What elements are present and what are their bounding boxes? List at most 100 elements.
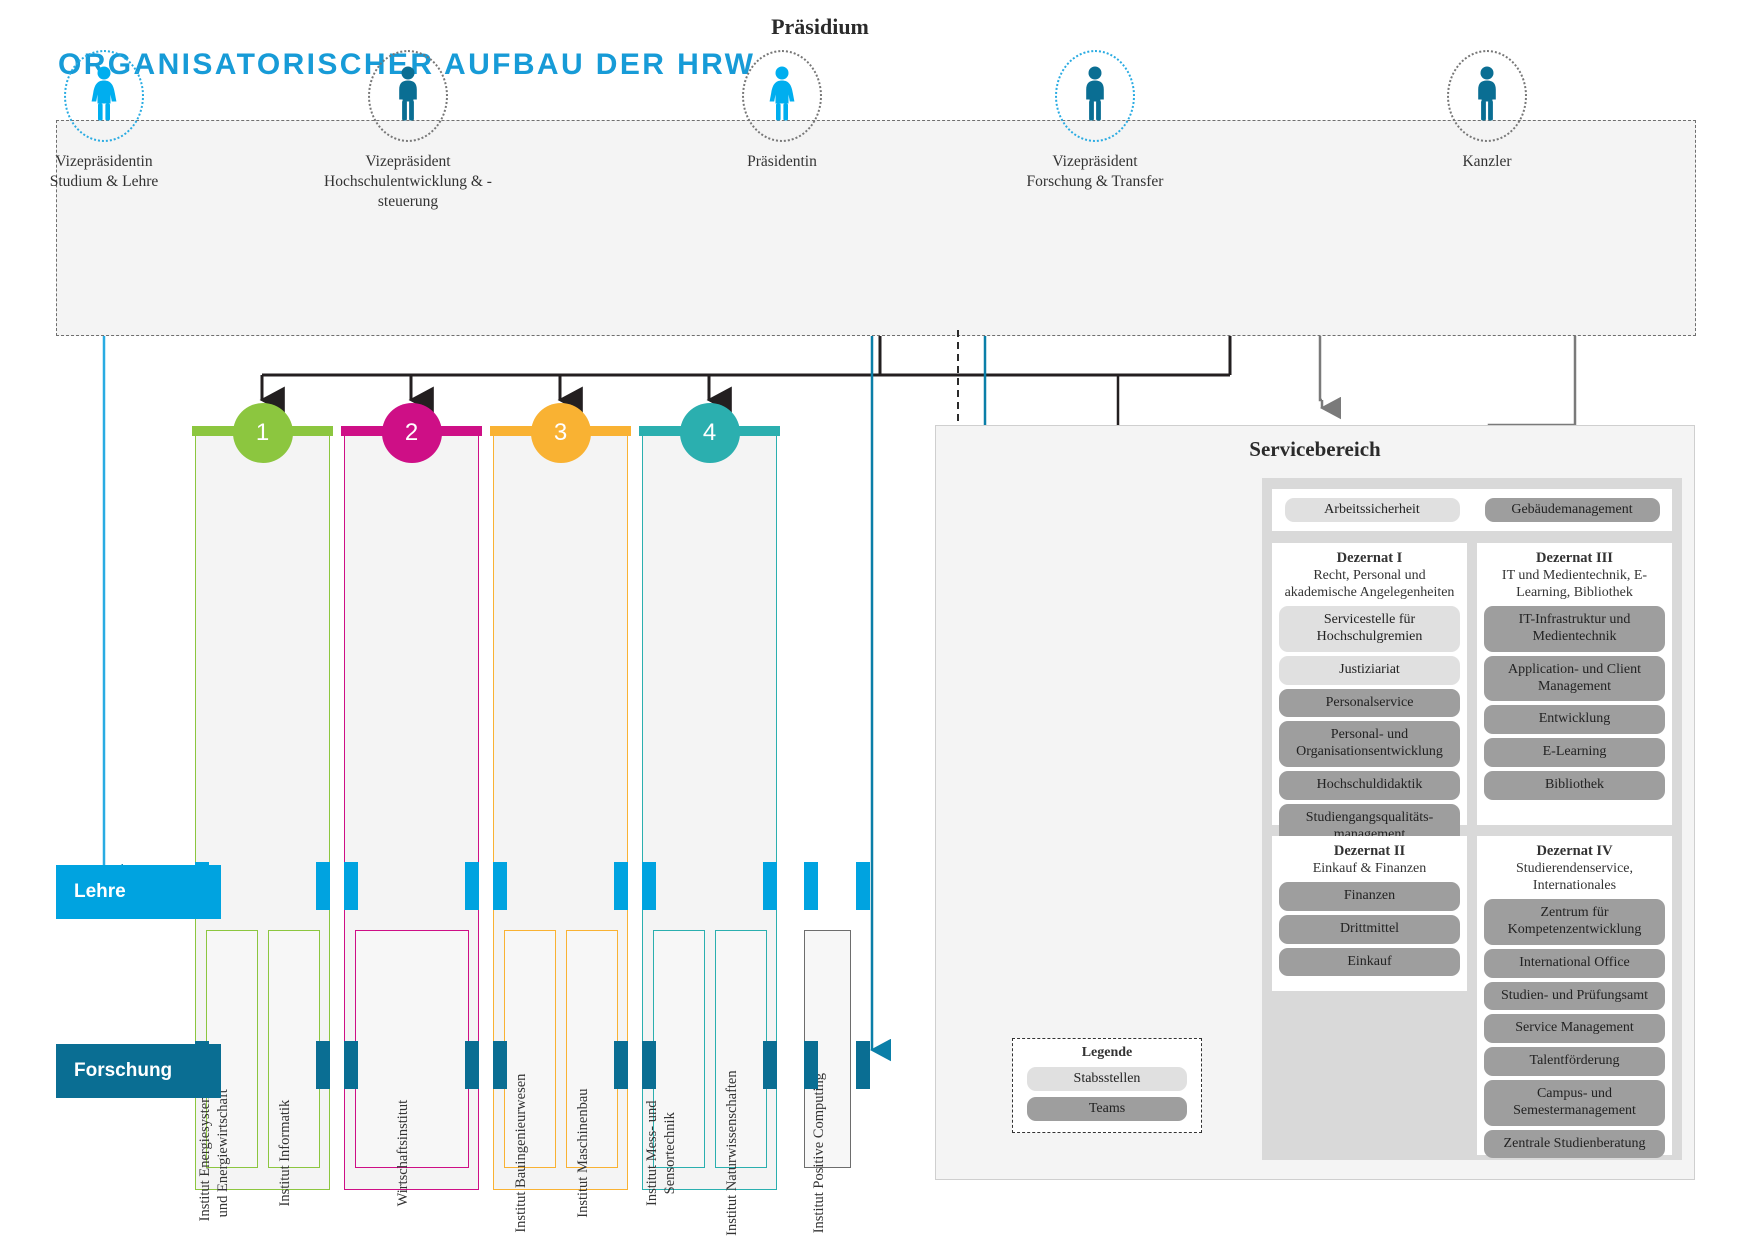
lehre-segment <box>316 862 330 910</box>
lehre-segment <box>195 862 209 910</box>
forschung-segment <box>465 1041 479 1089</box>
dezernat-box-1: Dezernat I Recht, Personal und akademisch… <box>1272 543 1467 850</box>
dezernat-pill[interactable]: Servicestelle für Hochschulgremien <box>1279 606 1460 652</box>
lehre-segment <box>804 862 818 910</box>
lehre-segment <box>465 862 479 910</box>
service-top-pill[interactable]: Arbeitssicherheit <box>1284 498 1460 522</box>
dezernat-pill[interactable]: Justiziariat <box>1279 655 1460 685</box>
person-male-icon <box>1470 66 1504 127</box>
dezernat-pill[interactable]: Application- und Client Management <box>1484 655 1665 702</box>
dezernat-pill[interactable]: Zentrale Studienberatung <box>1484 1129 1665 1159</box>
member-line2: Studium & Lehre <box>49 172 159 190</box>
institute-label: Institut Maschinenbau <box>574 1088 591 1218</box>
avatar-ring <box>742 50 822 142</box>
institute-label: Institut Informatik <box>276 1099 293 1207</box>
dezernat-subtitle: Recht, Personal und akademische Angelege… <box>1284 568 1455 601</box>
member-line2: Hochschulentwicklung & -steuerung <box>324 172 492 210</box>
dezernat-pill[interactable]: Entwicklung <box>1484 705 1665 735</box>
praesidium-panel <box>56 120 1696 336</box>
person-male-icon-wrap <box>1055 50 1135 142</box>
lehre-segment <box>344 862 358 910</box>
lehre-segment <box>614 862 628 910</box>
person-female-icon <box>765 66 799 127</box>
legend-title: Legende <box>1081 1045 1133 1060</box>
dezernat-title: Dezernat I <box>1336 550 1403 566</box>
avatar-ring <box>64 50 144 142</box>
person-male-icon-wrap <box>368 50 448 142</box>
dezernat-title: Dezernat II <box>1333 843 1406 859</box>
dezernat-pill[interactable]: Service Management <box>1484 1014 1665 1044</box>
lehre-segment <box>493 862 507 910</box>
dezernat-pill[interactable]: Personal- und Organisationsentwicklung <box>1279 721 1460 767</box>
institute-box: Institut Bauingenieurwesen <box>504 930 556 1233</box>
dezernat-subtitle: Einkauf & Finanzen <box>1312 861 1427 876</box>
forschung-segment <box>195 1041 209 1089</box>
service-top-pills: Arbeitssicherheit Gebäudemanagement <box>1272 489 1672 531</box>
dezernat-pill[interactable]: Personalservice <box>1279 688 1460 718</box>
dezernat-subtitle: Studierendenservice, Internationales <box>1515 861 1633 894</box>
forschung-segment <box>344 1041 358 1089</box>
forschung-segment <box>804 1041 818 1089</box>
dezernat-pill[interactable]: Hochschuldidaktik <box>1279 770 1460 800</box>
dezernat-pill[interactable]: Zentrum für Kompetenzentwicklung <box>1484 899 1665 945</box>
lehre-segment <box>763 862 777 910</box>
faculty-number-3[interactable]: 3 <box>530 403 591 463</box>
legend-pill: Stabsstellen <box>1027 1067 1187 1091</box>
avatar-ring <box>1447 50 1527 142</box>
lehre-segment <box>642 862 656 910</box>
lehre-segment <box>856 862 870 910</box>
service-top-pill[interactable]: Gebäudemanagement <box>1484 498 1660 522</box>
praesidium-title: Präsidium <box>771 14 869 39</box>
dezernat-pill[interactable]: Bibliothek <box>1484 770 1665 800</box>
dezernat-subtitle: IT und Medientechnik, E-Learning, Biblio… <box>1501 568 1648 601</box>
legend-pill: Teams <box>1027 1097 1187 1121</box>
dezernat-pill[interactable]: Talentförderung <box>1484 1047 1665 1076</box>
member-line1: Vizepräsident <box>365 153 451 170</box>
dezernat-pill[interactable]: Drittmittel <box>1279 914 1460 944</box>
forschung-segment <box>856 1041 870 1089</box>
dezernat-title: Dezernat III <box>1536 550 1613 566</box>
institute-box: Institut Naturwissenschaften <box>715 930 767 1236</box>
person-female-icon <box>87 66 121 127</box>
dezernat-pill[interactable]: IT-Infrastruktur und Medientechnik <box>1484 606 1665 652</box>
dezernat-pill[interactable]: Studien- und Prüfungsamt <box>1484 981 1665 1011</box>
dezernat-pill[interactable]: Einkauf <box>1279 947 1460 977</box>
dezernat-pill[interactable]: Campus- und Semestermanagement <box>1484 1079 1665 1126</box>
faculty-number-1[interactable]: 1 <box>232 403 293 463</box>
faculty-number-4[interactable]: 4 <box>679 403 740 463</box>
institute-label: Institut Naturwissenschaften <box>723 1070 740 1236</box>
forschung-segment <box>493 1041 507 1089</box>
member-line1: Vizepräsident <box>1052 153 1138 170</box>
institute-box: Institut Maschinenbau <box>566 930 618 1218</box>
faculty-number-2[interactable]: 2 <box>381 403 442 463</box>
member-line1: Vizepräsidentin <box>55 153 153 170</box>
person-male-icon <box>1078 66 1112 127</box>
forschung-segment <box>316 1041 330 1089</box>
institute-label: Institut Bauingenieurwesen <box>512 1073 529 1233</box>
dezernat-pill[interactable]: International Office <box>1484 948 1665 978</box>
band-forschung: Forschung <box>56 1044 221 1098</box>
institute-label: Wirtschaftsinstitut <box>394 1099 411 1207</box>
service-title: Servicebereich <box>1249 437 1381 461</box>
dezernat-pill[interactable]: E-Learning <box>1484 738 1665 767</box>
member-line1: Kanzler <box>1462 153 1512 170</box>
praesidium-member-5: Kanzler <box>1397 50 1577 172</box>
dezernat-box-2: Dezernat III IT und Medientechnik, E-Lear… <box>1477 543 1672 825</box>
praesidium-member-label: Präsidentin <box>692 152 872 172</box>
dezernat-pill[interactable]: Finanzen <box>1279 882 1460 911</box>
person-female-icon-wrap <box>64 50 144 142</box>
band-lehre: Lehre <box>56 865 221 919</box>
praesidium-member-label: Kanzler <box>1397 152 1577 172</box>
avatar-ring <box>1055 50 1135 142</box>
